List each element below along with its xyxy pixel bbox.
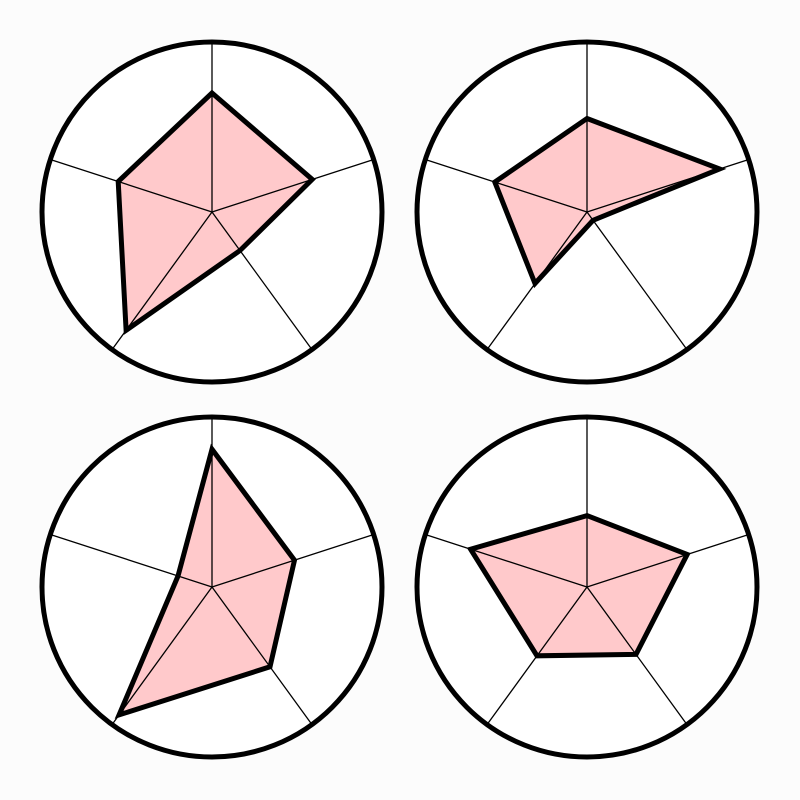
radar-frame-ring (414, 414, 760, 760)
radar-panels (39, 39, 760, 760)
radar-spoke-2 (211, 158, 374, 213)
radar-spoke-5 (425, 533, 588, 588)
radar-spoke-3 (211, 586, 313, 725)
radar-area (470, 515, 688, 656)
radar-outline (466, 512, 691, 659)
radar-spoke-5 (425, 158, 588, 213)
radar-area (119, 449, 295, 715)
radar-spoke-3 (586, 211, 688, 350)
radar-panel-2 (414, 39, 760, 385)
radar-frame-ring (39, 414, 385, 760)
radar-outline (491, 115, 727, 289)
radar-spoke-3 (211, 211, 313, 350)
radar-outline (115, 89, 316, 335)
radar-panel-3 (39, 414, 385, 760)
radar-area (494, 118, 720, 284)
radar-panel-1 (39, 39, 385, 385)
radar-spoke-2 (586, 533, 749, 588)
radar-outline (114, 443, 298, 719)
radar-spoke-4 (111, 586, 213, 725)
radar-frame-ring (414, 39, 760, 385)
radar-area (118, 93, 313, 331)
radar-frame-ring (39, 39, 385, 385)
radar-spoke-5 (50, 533, 213, 588)
radar-spoke-5 (50, 158, 213, 213)
radar-panel-4 (414, 414, 760, 760)
